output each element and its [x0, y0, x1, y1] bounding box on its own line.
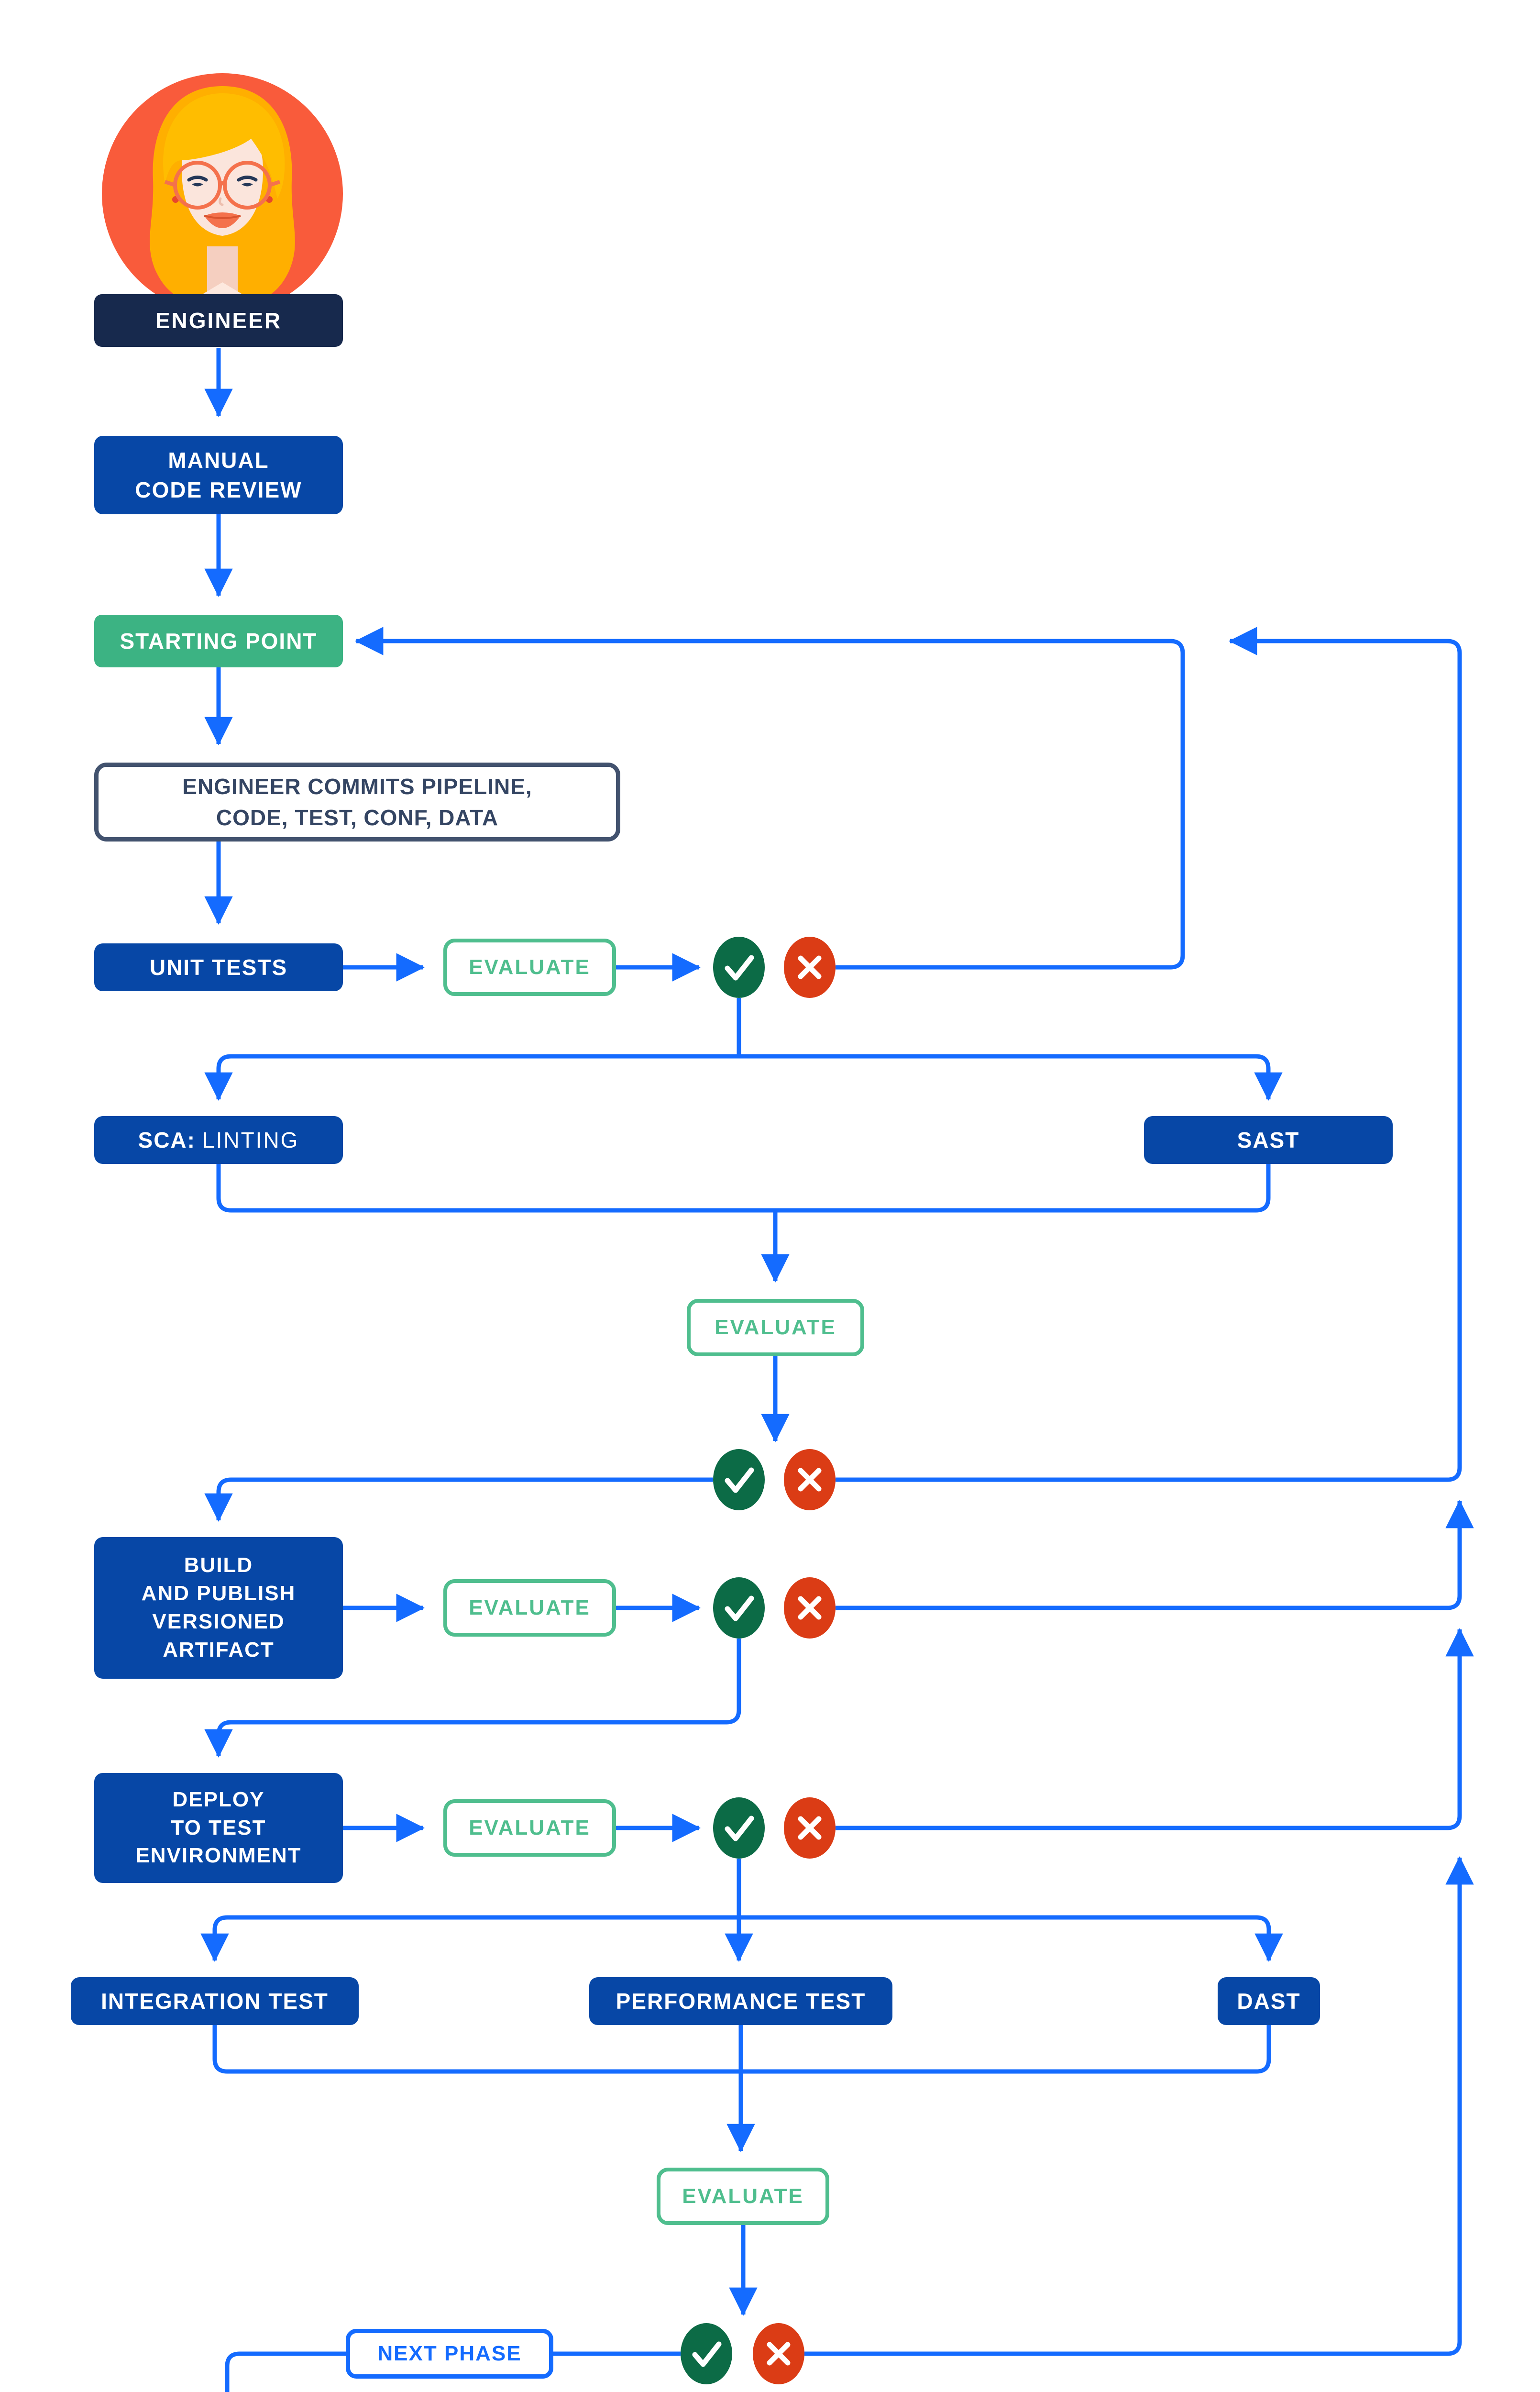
connector-split-to-dast: [739, 1915, 1283, 1962]
engineer-commits-line2: CODE, TEST, CONF, DATA: [216, 805, 499, 830]
x-circle-icon: [784, 1449, 836, 1510]
evaluate-node-unit-tests: EVALUATE: [443, 939, 616, 996]
integration-test-label: INTEGRATION TEST: [101, 1989, 329, 2014]
unit-tests-label: UNIT TESTS: [149, 955, 288, 980]
performance-test-node: PERFORMANCE TEST: [589, 1977, 892, 2025]
check-circle-icon: [713, 1577, 765, 1639]
evaluate-node-deploy: EVALUATE: [443, 1799, 616, 1857]
evaluate-label: EVALUATE: [469, 1596, 591, 1619]
deploy-line3: ENVIRONMENT: [135, 1844, 302, 1868]
build-line3: VERSIONED: [152, 1610, 285, 1633]
connector-split-to-integration: [200, 1915, 739, 1962]
build-line2: AND PUBLISH: [141, 1582, 296, 1606]
connector-build-pass-to-deploy: [204, 1639, 741, 1758]
x-circle-icon: [753, 2323, 804, 2384]
next-phase-node: NEXT PHASE: [346, 2329, 553, 2379]
connector-final-fail-feedback: [804, 1856, 1474, 2356]
x-circle-icon: [784, 1797, 836, 1859]
connector-scan-join: [216, 1164, 1271, 1213]
deploy-test-environment-node: DEPLOY TO TEST ENVIRONMENT: [94, 1773, 343, 1883]
engineer-avatar-illustration: [102, 73, 343, 314]
engineer-commits-node: ENGINEER COMMITS PIPELINE, CODE, TEST, C…: [94, 763, 620, 842]
engineer-commits-line1: ENGINEER COMMITS PIPELINE,: [182, 774, 532, 799]
unit-tests-node: UNIT TESTS: [94, 943, 343, 991]
connector-scan-pass-to-build: [204, 1477, 713, 1522]
connector-deploy-fail-feedback: [836, 1628, 1474, 1830]
dast-label: DAST: [1237, 1989, 1301, 2014]
build-line1: BUILD: [184, 1553, 253, 1577]
connector-split-to-sast: [739, 1054, 1283, 1101]
evaluate-label: EVALUATE: [469, 955, 591, 979]
deploy-line2: TO TEST: [171, 1816, 266, 1839]
build-line4: ARTIFACT: [163, 1638, 275, 1661]
engineer-label-text: ENGINEER: [155, 308, 282, 333]
sast-node: SAST: [1144, 1116, 1393, 1164]
starting-point-node: STARTING POINT: [94, 615, 343, 667]
evaluate-label: EVALUATE: [469, 1816, 591, 1839]
sast-label: SAST: [1237, 1128, 1300, 1152]
dast-node: DAST: [1218, 1977, 1320, 2025]
sca-linting-label: LINTING: [202, 1128, 299, 1152]
evaluate-node-scans: EVALUATE: [687, 1299, 864, 1356]
manual-code-review-line2: CODE REVIEW: [135, 477, 302, 502]
check-circle-icon: [713, 937, 765, 998]
evaluate-label: EVALUATE: [715, 1316, 836, 1339]
check-circle-icon: [681, 2323, 732, 2384]
connector-split-to-sca: [204, 1054, 739, 1101]
build-publish-artifact-node: BUILD AND PUBLISH VERSIONED ARTIFACT: [94, 1537, 343, 1679]
check-circle-icon: [713, 1797, 765, 1859]
manual-code-review-line1: MANUAL: [168, 447, 269, 473]
evaluate-node-final: EVALUATE: [657, 2168, 829, 2225]
evaluate-label: EVALUATE: [682, 2184, 804, 2208]
connector-build-fail-feedback: [836, 1500, 1474, 1610]
integration-test-node: INTEGRATION TEST: [71, 1977, 359, 2025]
performance-test-label: PERFORMANCE TEST: [616, 1989, 866, 2014]
manual-code-review-node: MANUAL CODE REVIEW: [94, 436, 343, 514]
sca-linting-node: SCA: LINTING: [94, 1116, 343, 1164]
x-circle-icon: [784, 1577, 836, 1639]
deploy-line1: DEPLOY: [172, 1787, 265, 1811]
sca-linting-label-bold: SCA:: [138, 1128, 196, 1152]
connector-unit-fail-feedback: [355, 627, 1185, 970]
x-circle-icon: [784, 937, 836, 998]
check-circle-icon: [713, 1449, 765, 1510]
connector-scan-fail-feedback: [836, 627, 1462, 1482]
next-phase-label: NEXT PHASE: [377, 2342, 522, 2365]
connector-pass-to-next-phase: [225, 2351, 681, 2392]
starting-point-label: STARTING POINT: [120, 629, 318, 653]
engineer-label: ENGINEER: [94, 294, 343, 347]
engineer-avatar: [91, 41, 354, 352]
gate-icons: [681, 937, 836, 2384]
evaluate-node-build: EVALUATE: [443, 1579, 616, 1637]
